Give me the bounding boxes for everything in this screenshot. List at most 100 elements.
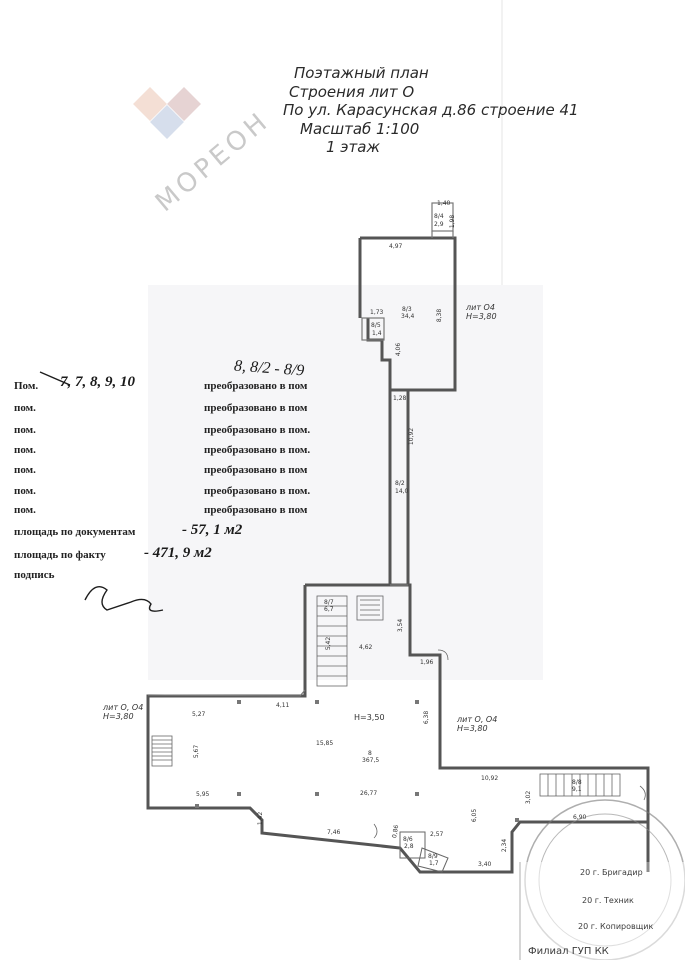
dim-label: 26,77	[360, 790, 378, 797]
stair-left	[151, 735, 173, 767]
stair-8-7	[316, 595, 384, 687]
row-label: пом.	[14, 464, 36, 476]
room-label: 8/7	[324, 599, 334, 606]
row-action: преобразовано в пом.	[204, 485, 311, 497]
stair-8-8	[539, 773, 621, 797]
height-label: Н=3,50	[354, 713, 385, 722]
row-label: пом.	[14, 504, 36, 516]
row-label: пом.	[14, 424, 36, 436]
building-label: лит О, О4	[457, 715, 498, 724]
room-area: 367,5	[362, 757, 380, 764]
row-action: преобразовано в пом	[204, 464, 308, 476]
dim-label: 5,95	[196, 791, 210, 798]
dim-label: 3,02	[525, 790, 533, 805]
dim-label: 15,85	[316, 740, 334, 747]
plan-title-floor: 1 этаж	[326, 138, 380, 156]
building-label: лит О, О4	[103, 703, 144, 712]
dim-label: 1,28	[393, 395, 407, 402]
dim-label: 5,27	[192, 711, 206, 718]
row-label: Пом.	[14, 380, 39, 392]
signature-label: подпись	[14, 569, 55, 581]
room-label: 8/9	[428, 853, 438, 860]
row-action: преобразовано в пом.	[204, 444, 311, 456]
building-label: лит О4	[466, 303, 495, 312]
conversion-row-6: пом. преобразовано в пом.	[14, 485, 310, 497]
conversion-row-2: пом. преобразовано в пом	[14, 402, 307, 414]
dim-label: 6,38	[423, 710, 431, 725]
dim-label: 4,11	[276, 702, 290, 709]
room-area: 34,4	[401, 313, 415, 320]
main-hall-walls	[146, 583, 650, 874]
watermark-logo	[133, 87, 201, 139]
area-fact-row: площадь по факту - 471, 9 м2	[14, 545, 212, 561]
height-label: Н=3,80	[466, 312, 497, 321]
area-docs-label: площадь по документам	[14, 526, 136, 538]
row-label: пом.	[14, 444, 36, 456]
row-action: преобразовано в пом	[204, 380, 308, 392]
dim-label: 1,42	[257, 811, 265, 826]
dim-label: 3,40	[478, 861, 492, 868]
room-area: 1,4	[372, 330, 382, 337]
dim-label: 1,96	[420, 659, 434, 666]
plan-title-line-2: Строения лит О	[289, 83, 415, 101]
dim-label: 10,92	[481, 775, 499, 782]
dim-label: 10,92	[408, 427, 416, 446]
stamp-line-brigadier: 20 г. Бригадир	[580, 868, 643, 877]
room-label: 8/8	[572, 779, 582, 786]
dim-label: 8,38	[436, 308, 444, 323]
plan-title-address: По ул. Карасунская д.86 строение 41	[283, 101, 579, 119]
plan-title-line-1: Поэтажный план	[294, 64, 429, 82]
stamp-line-technician: 20 г. Техник	[582, 896, 634, 905]
room-label: 8/6	[403, 836, 413, 843]
dim-label: 1,73	[370, 309, 384, 316]
row-action: преобразовано в пом	[204, 504, 308, 516]
room-area: 6,7	[324, 606, 334, 613]
area-fact-label: площадь по факту	[14, 549, 106, 561]
round-stamp	[519, 799, 685, 960]
row-label: пом.	[14, 485, 36, 497]
dim-label: 2,57	[430, 831, 444, 838]
stamp-line-copyist: 20 г. Копировщик	[578, 922, 654, 931]
conversion-row-7: пом. преобразовано в пом	[14, 504, 307, 516]
room-area: 9,1	[572, 786, 582, 793]
room-area: 2,9	[434, 221, 444, 228]
dim-label: 1,40	[437, 200, 451, 207]
room-label: 8	[368, 750, 372, 757]
conversion-row-3: пом. преобразовано в пом.	[14, 424, 310, 436]
dim-label: 4,97	[389, 243, 403, 250]
row-action: преобразовано в пом.	[204, 424, 311, 436]
dim-label: 1,98	[449, 214, 457, 229]
dim-label: 6,05	[471, 808, 479, 823]
height-label: Н=3,80	[457, 724, 488, 733]
row-action: преобразовано в пом	[204, 402, 308, 414]
dim-label: 3,54	[397, 618, 405, 633]
row-label: пом.	[14, 402, 36, 414]
area-docs-row: площадь по документам - 57, 1 м2	[14, 522, 242, 538]
room-label: 8/3	[402, 306, 412, 313]
dim-label: 6,90	[573, 814, 587, 821]
dim-label: 4,06	[395, 342, 403, 357]
conversion-row-4: пом. преобразовано в пом.	[14, 444, 310, 456]
signature-row: подпись	[14, 569, 54, 581]
room-area: 1,7	[429, 860, 439, 867]
conversion-row-5: пом. преобразовано в пом	[14, 464, 307, 476]
height-label: Н=3,80	[103, 712, 134, 721]
dim-label: 5,42	[325, 636, 333, 651]
room-label: 8/2	[395, 480, 405, 487]
area-fact-value: - 471, 9 м2	[144, 545, 212, 561]
dim-label: 2,34	[501, 838, 509, 853]
stamp-footer: Филиал ГУП КК	[528, 946, 609, 957]
dim-label: 7,46	[327, 829, 341, 836]
area-docs-value: - 57, 1 м2	[182, 522, 243, 538]
dim-label: 5,67	[193, 744, 201, 759]
room-label: 8/5	[371, 322, 381, 329]
handwriting-strokes	[39, 371, 164, 612]
plan-title-scale: Масштаб 1:100	[300, 120, 420, 138]
upper-wing-walls	[358, 236, 457, 585]
row-handwritten: 7, 7, 8, 9, 10	[60, 374, 135, 390]
room-area: 2,8	[404, 843, 414, 850]
room-label: 8/4	[434, 213, 444, 220]
conversion-row-1: Пом. 7, 7, 8, 9, 10 преобразовано в пом	[14, 374, 307, 392]
dim-label: 4,62	[359, 644, 373, 651]
